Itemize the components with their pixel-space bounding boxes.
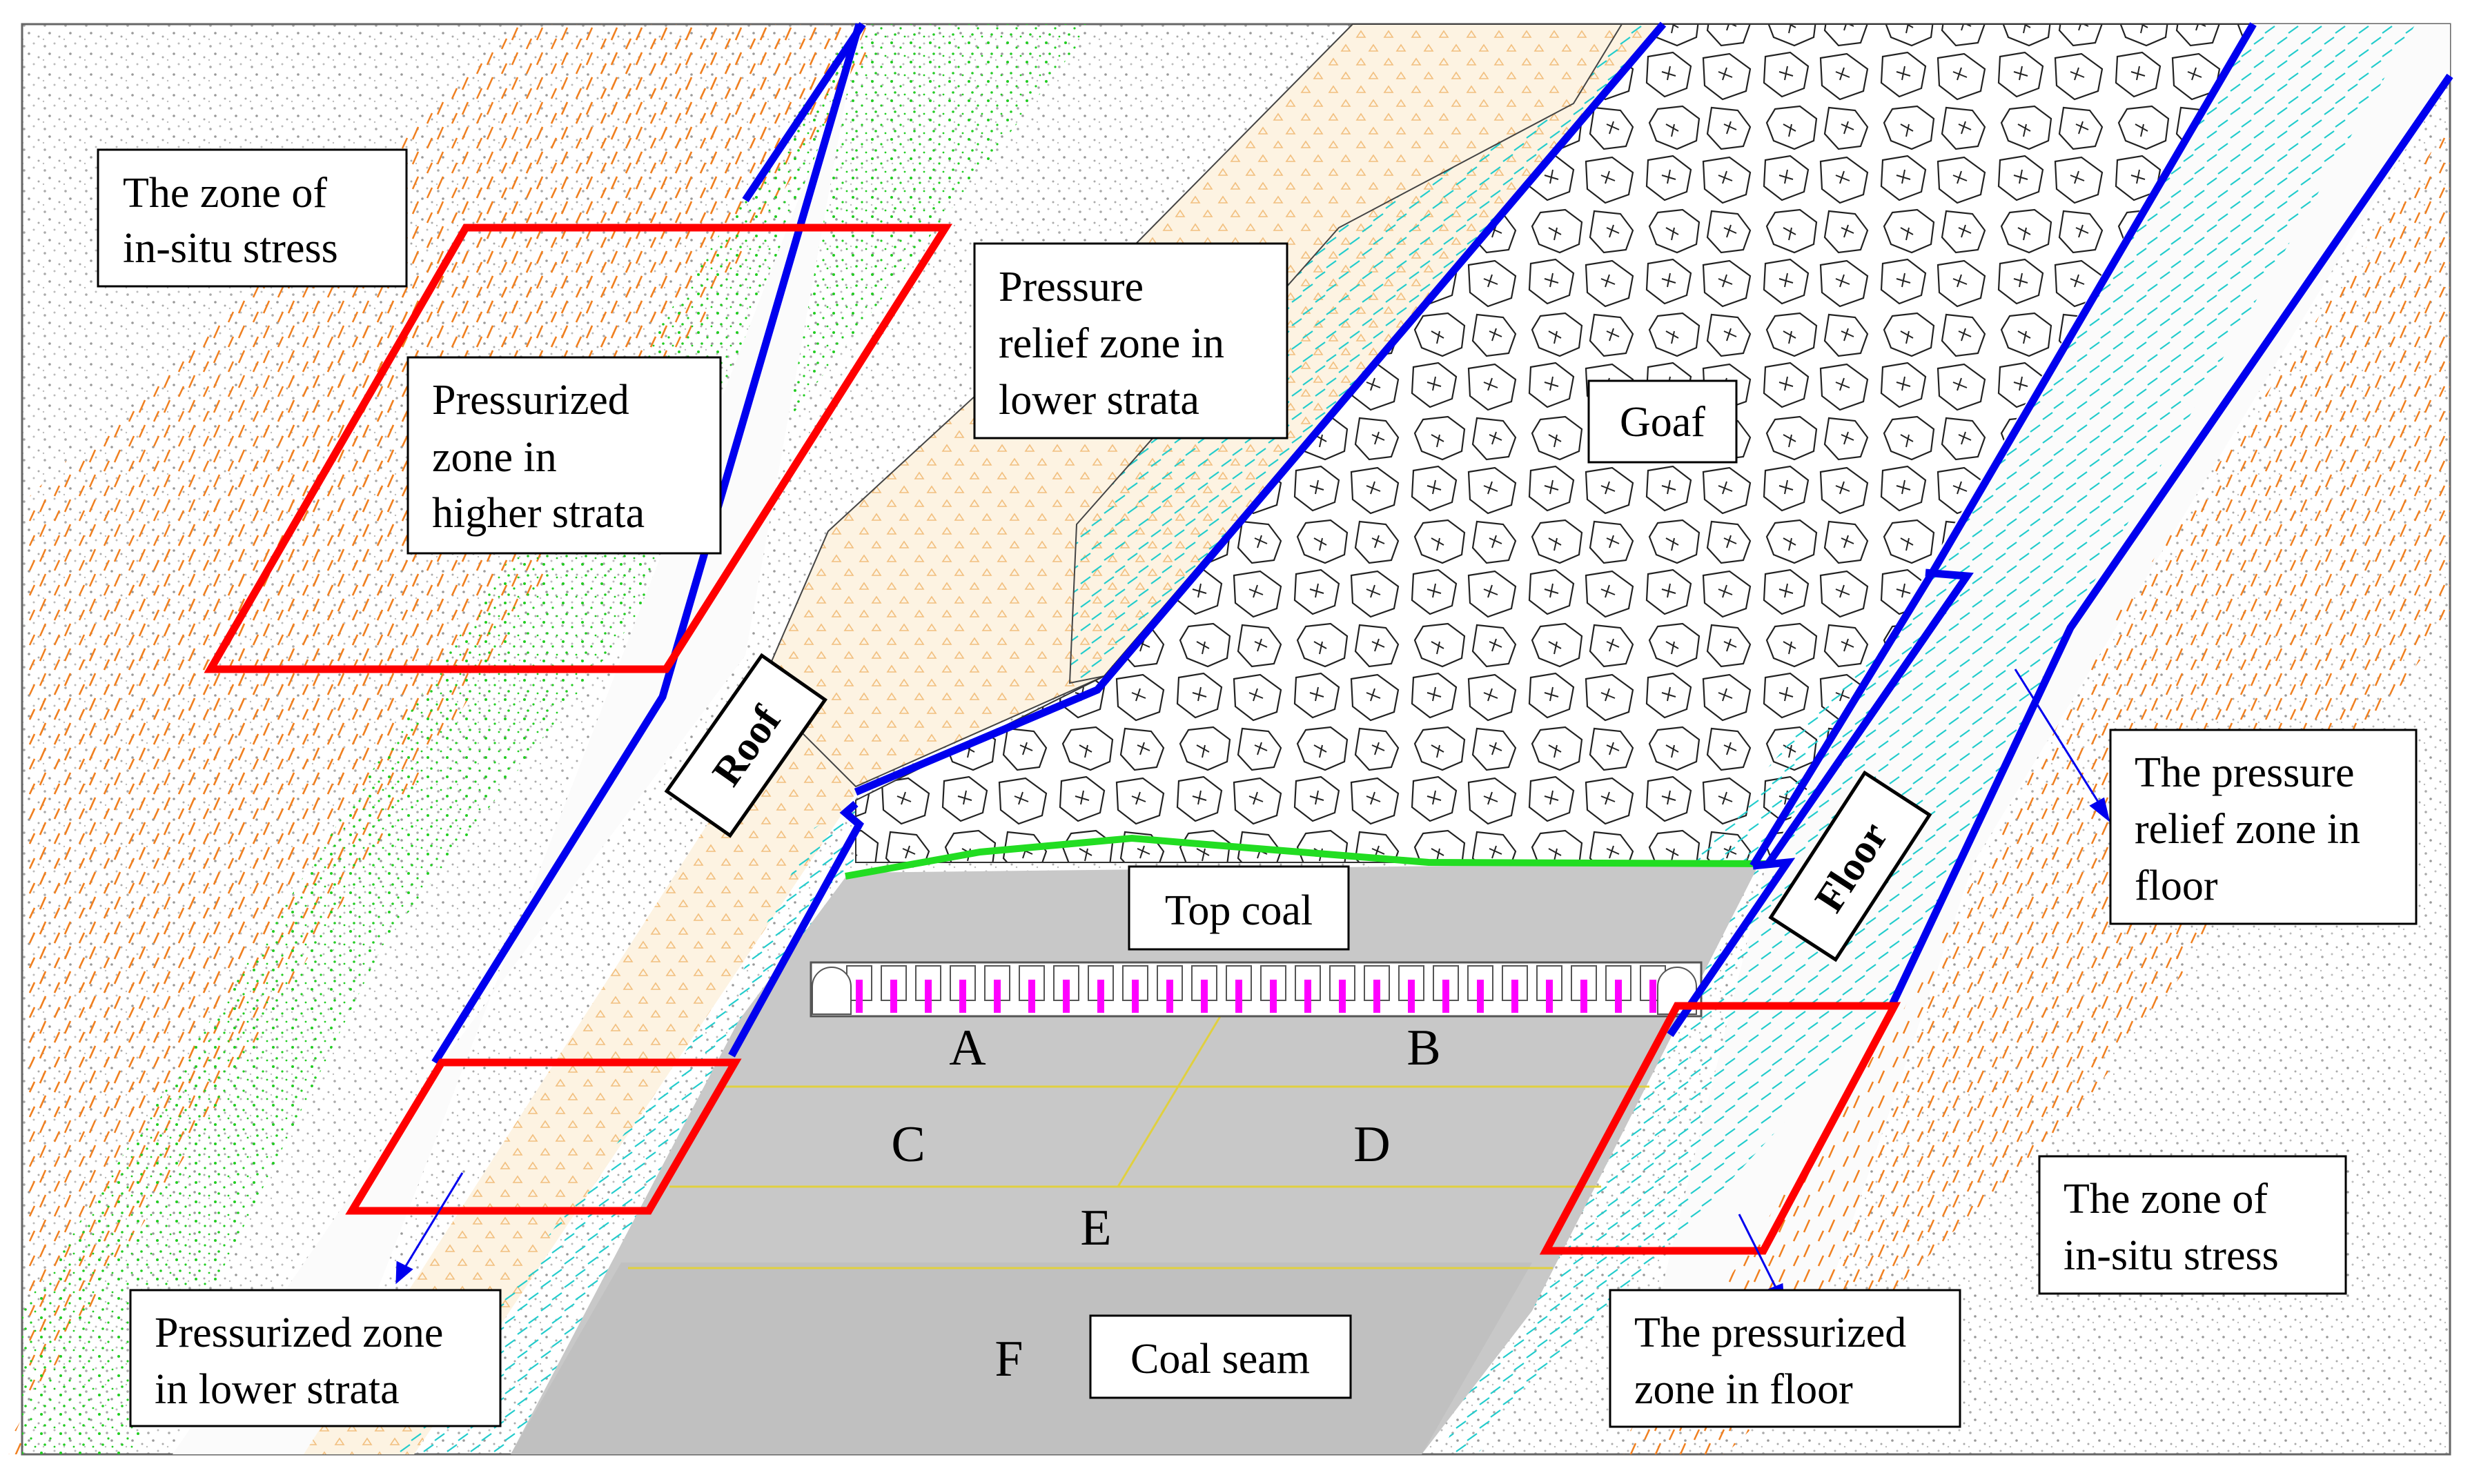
press-lower-line1: Pressurized zone [155, 1309, 443, 1356]
label-insitu-left: The zone of in-situ stress [97, 148, 408, 288]
hydraulic-supports [810, 961, 1703, 1018]
support-leg [1166, 980, 1173, 1013]
coal-seam-lower [511, 1263, 1532, 1454]
region-e: E [1080, 1200, 1111, 1256]
support-leg [1477, 980, 1484, 1013]
support-leg [1339, 980, 1346, 1013]
support-leg [1408, 980, 1415, 1013]
support-leg [994, 980, 1001, 1013]
region-f: F [994, 1331, 1023, 1387]
support-leg [856, 980, 863, 1013]
goaf-label: Goaf [1620, 399, 1705, 446]
left-tri-strip [304, 697, 856, 1454]
region-b: B [1406, 1020, 1440, 1076]
support-leg [959, 980, 966, 1013]
relief-lower-line3: lower strata [999, 377, 1199, 424]
support-leg [1615, 980, 1622, 1013]
support-leg [1580, 980, 1587, 1013]
label-pressurized-lower: Pressurized zone in lower strata [129, 1289, 502, 1427]
support-leg [1063, 980, 1070, 1013]
region-a: A [949, 1020, 986, 1076]
press-higher-line1: Pressurized [432, 377, 629, 424]
support-end-cap [812, 967, 852, 1015]
label-insitu-right: The zone of in-situ stress [2038, 1155, 2347, 1295]
support-leg [1132, 980, 1139, 1013]
support-leg [1304, 980, 1311, 1013]
label-pressurized-higher: Pressurized zone in higher strata [406, 356, 722, 555]
label-relief-lower: Pressure relief zone in lower strata [973, 242, 1288, 439]
label-relief-floor: The pressure relief zone in floor [2109, 729, 2418, 925]
left-cyan-strip [386, 800, 863, 1454]
press-higher-line3: higher strata [432, 490, 645, 537]
relief-floor-line2: relief zone in [2135, 806, 2360, 853]
caved-cyan-block [1068, 23, 1665, 684]
right-cyan-band [1442, 24, 2415, 1454]
label-goaf: Goaf [1587, 379, 1738, 464]
coal-subdivision-lines [628, 1013, 1649, 1269]
insitu-left-line1: The zone of [123, 170, 327, 217]
support-leg [1097, 980, 1104, 1013]
support-leg [1442, 980, 1449, 1013]
left-orange-band-core [22, 24, 859, 1118]
press-lower-line2: in lower strata [155, 1366, 400, 1413]
support-leg [1235, 980, 1242, 1013]
label-top-coal: Top coal [1128, 865, 1350, 951]
red-zones [204, 224, 1901, 1255]
support-leg [1649, 980, 1656, 1013]
support-leg [1201, 980, 1208, 1013]
label-coal-seam: Coal seam [1089, 1314, 1352, 1399]
insitu-right-line1: The zone of [2064, 1176, 2268, 1223]
support-leg [1546, 980, 1553, 1013]
press-floor-line2: zone in floor [1634, 1366, 1853, 1413]
zone-lower-strata [345, 1058, 742, 1215]
zone-higher-strata [204, 224, 952, 673]
label-pressurized-floor: The pressurized zone in floor [1609, 1289, 1961, 1428]
coal-seam-label: Coal seam [1130, 1336, 1310, 1383]
region-c: C [891, 1116, 925, 1173]
region-d: D [1353, 1116, 1390, 1173]
support-leg [1270, 980, 1277, 1013]
press-higher-line2: zone in [432, 434, 557, 481]
top-coal-label: Top coal [1165, 887, 1313, 934]
support-leg [925, 980, 932, 1013]
support-leg [1373, 980, 1380, 1013]
press-floor-line1: The pressurized [1634, 1309, 1906, 1356]
right-orange-band [1615, 124, 2450, 1454]
relief-lower-line2: relief zone in [999, 320, 1224, 367]
support-leg [890, 980, 897, 1013]
blue-boundaries [431, 21, 2453, 1065]
relief-floor-line3: floor [2135, 862, 2218, 909]
relief-floor-line1: The pressure [2135, 749, 2354, 796]
support-leg [1028, 980, 1035, 1013]
relief-lower-line1: Pressure [999, 264, 1144, 310]
zone-floor [1539, 1002, 1901, 1255]
left-green-band [22, 24, 1094, 1454]
support-leg [1511, 980, 1518, 1013]
insitu-left-line2: in-situ stress [123, 225, 338, 272]
insitu-right-line2: in-situ stress [2064, 1232, 2279, 1279]
goaf-boundary-line [845, 834, 1767, 880]
